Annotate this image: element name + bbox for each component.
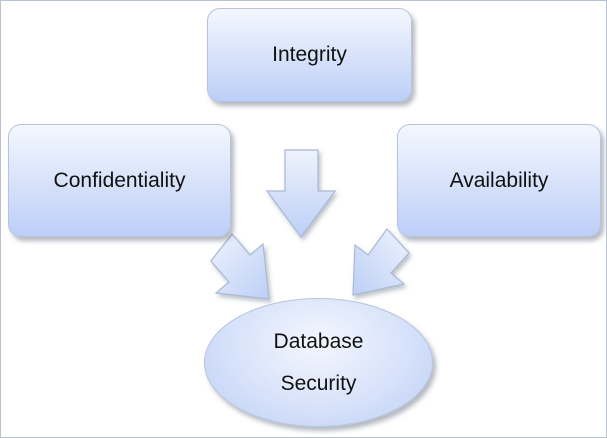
- database-security-node: Database Security: [204, 298, 433, 427]
- database-security-label-line1: Database: [273, 329, 364, 353]
- availability-node: Availability: [397, 124, 601, 237]
- arrow-integrity-to-database-security: [265, 149, 337, 239]
- arrow-availability-to-database-security: [352, 228, 410, 296]
- arrow-confidentiality-to-database-security: [210, 233, 270, 300]
- database-security-label-line2: Security: [280, 371, 357, 395]
- availability-label: Availability: [449, 168, 549, 192]
- integrity-label: Integrity: [272, 43, 347, 66]
- confidentiality-label: Confidentiality: [53, 168, 186, 192]
- integrity-node: Integrity: [207, 8, 412, 102]
- confidentiality-node: Confidentiality: [8, 124, 231, 237]
